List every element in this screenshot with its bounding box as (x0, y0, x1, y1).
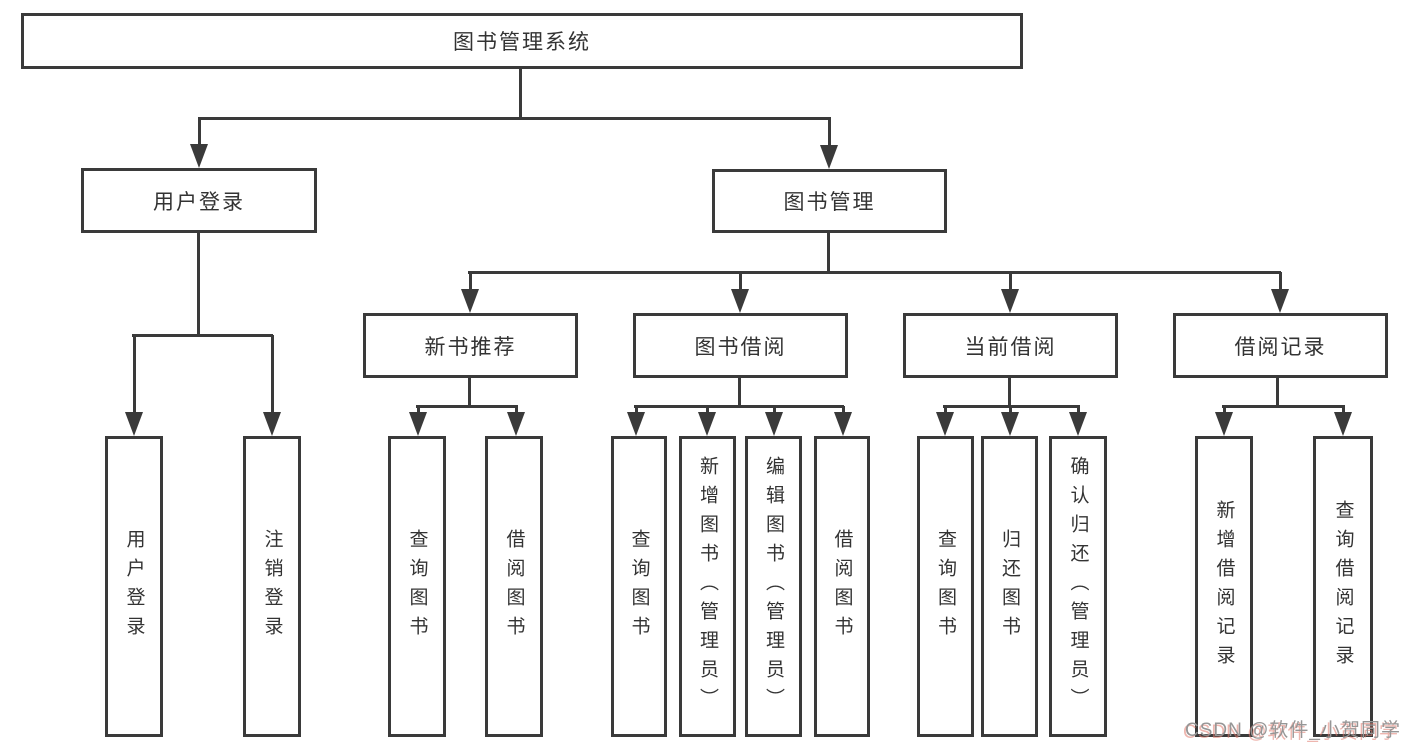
arrow-down-icon (1001, 406, 1019, 436)
node-leaf-query-borrow-record: 查询借阅记录 (1313, 436, 1373, 737)
arrow-down-icon (1001, 272, 1019, 313)
arrow-down-icon (507, 406, 525, 436)
node-leaf-return-books: 归还图书 (981, 436, 1038, 737)
arrow-down-icon (731, 272, 749, 313)
connector-branch (1222, 405, 1345, 408)
arrow-down-icon (627, 406, 645, 436)
arrow-down-icon (190, 118, 208, 168)
node-leaf-query-books: 查询图书 (917, 436, 974, 737)
node-leaf-user-login: 用户登录 (105, 436, 163, 737)
node-library-management-system: 图书管理系统 (21, 13, 1023, 69)
csdn-watermark: CSDN @软件_小贺同学 (1185, 720, 1401, 741)
connector-stem (738, 378, 741, 408)
arrow-down-icon (820, 118, 838, 169)
node-borrowing-records: 借阅记录 (1173, 313, 1388, 378)
node-leaf-edit-books-admin: 编辑图书（管理员） (745, 436, 802, 737)
connector-book-mgmt-stem (827, 233, 830, 273)
node-leaf-borrow-books: 借阅图书 (814, 436, 870, 737)
connector-branch (634, 405, 844, 408)
arrow-down-icon (1334, 406, 1352, 436)
connector-root-branch (198, 117, 831, 120)
node-new-book-recommendation: 新书推荐 (363, 313, 578, 378)
arrow-down-icon (1271, 272, 1289, 313)
node-leaf-borrow-books: 借阅图书 (485, 436, 543, 737)
connector-stem (1008, 378, 1011, 408)
node-leaf-logout: 注销登录 (243, 436, 301, 737)
connector-branch (416, 405, 518, 408)
connector-book-mgmt-branch (468, 271, 1281, 274)
connector-stem (1276, 378, 1279, 408)
arrow-down-icon (834, 406, 852, 436)
node-user-login: 用户登录 (81, 168, 317, 233)
connector-user-login-branch (132, 334, 273, 337)
arrow-down-icon (461, 272, 479, 313)
connector-user-login-stem (197, 233, 200, 337)
arrow-down-icon (1069, 406, 1087, 436)
node-book-management: 图书管理 (712, 169, 947, 233)
node-leaf-query-books: 查询图书 (611, 436, 667, 737)
arrow-down-icon (409, 406, 427, 436)
arrow-down-icon (765, 406, 783, 436)
arrow-down-icon (125, 335, 143, 436)
node-leaf-add-borrow-record: 新增借阅记录 (1195, 436, 1253, 737)
arrow-down-icon (698, 406, 716, 436)
node-current-borrowing: 当前借阅 (903, 313, 1118, 378)
arrow-down-icon (936, 406, 954, 436)
node-leaf-confirm-return-admin: 确认归还（管理员） (1049, 436, 1107, 737)
node-leaf-query-books: 查询图书 (388, 436, 446, 737)
connector-stem (468, 378, 471, 408)
node-book-borrowing: 图书借阅 (633, 313, 848, 378)
arrow-down-icon (263, 335, 281, 436)
connector-branch (943, 405, 1080, 408)
node-leaf-add-books-admin: 新增图书（管理员） (679, 436, 736, 737)
connector-root-stem (519, 69, 522, 119)
arrow-down-icon (1215, 406, 1233, 436)
